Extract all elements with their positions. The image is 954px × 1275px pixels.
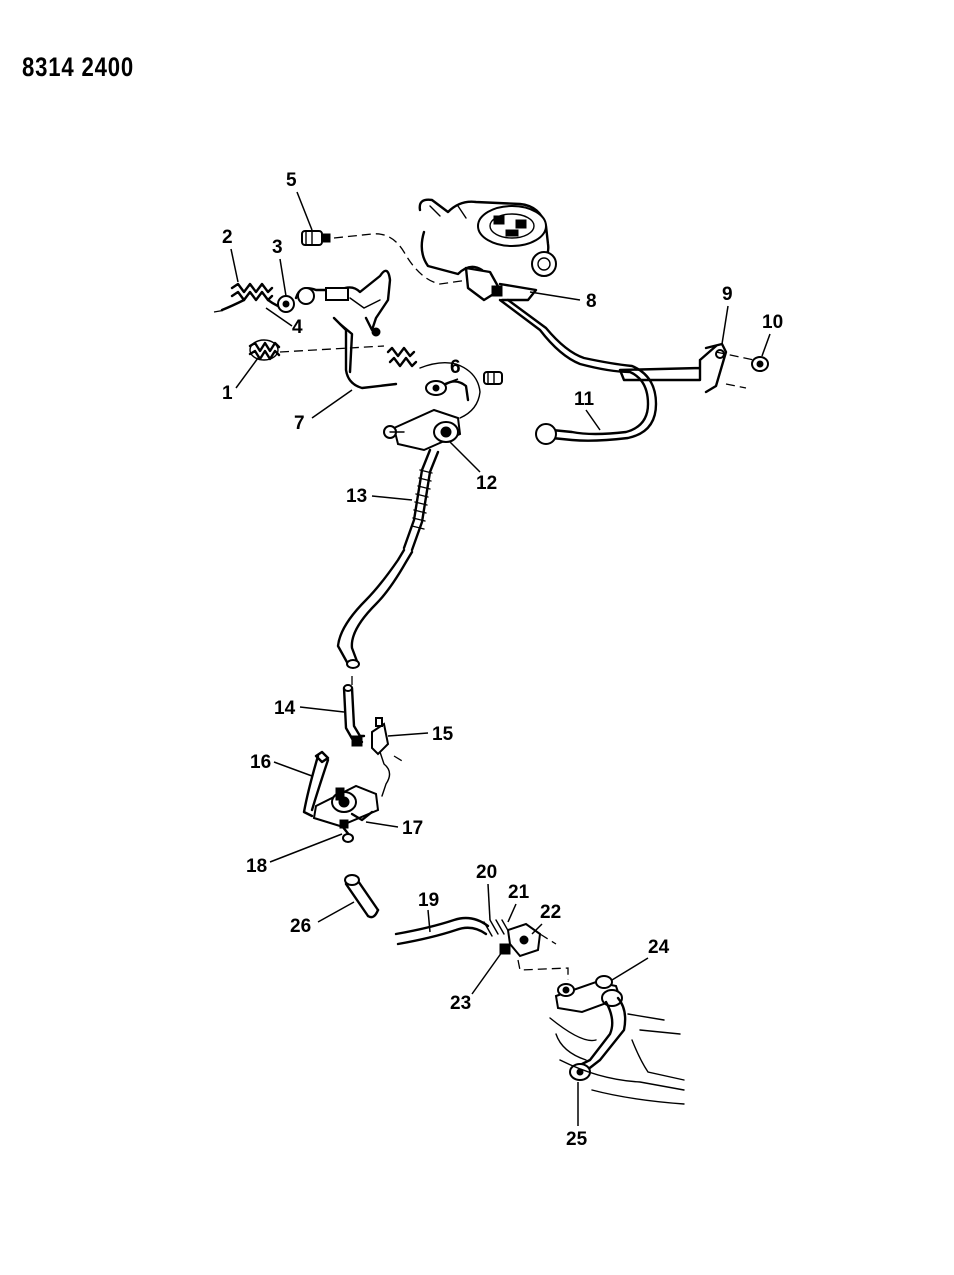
callout-12: 12 bbox=[476, 473, 497, 494]
part-link-rod bbox=[342, 676, 366, 747]
callout-19: 19 bbox=[418, 890, 439, 911]
part-throttle-body bbox=[418, 198, 557, 302]
part-throttle-lever bbox=[294, 269, 392, 337]
callout-15: 15 bbox=[432, 724, 454, 745]
part-throttle-cable bbox=[336, 448, 440, 669]
callout-3: 3 bbox=[272, 237, 283, 258]
callout-10: 10 bbox=[762, 312, 783, 333]
callout-13: 13 bbox=[346, 486, 367, 507]
callout-5: 5 bbox=[286, 170, 297, 191]
part-spring-clip bbox=[386, 346, 503, 419]
part-rod-clip bbox=[371, 717, 405, 797]
callout-24: 24 bbox=[648, 937, 670, 958]
callout-21: 21 bbox=[508, 882, 530, 903]
callout-22: 22 bbox=[540, 902, 561, 923]
part-linkage-arm bbox=[554, 975, 627, 1081]
callout-1: 1 bbox=[222, 383, 233, 404]
document-code: 8314 2400 bbox=[22, 52, 135, 82]
part-return-spring-lower bbox=[248, 339, 281, 361]
callout-23: 23 bbox=[450, 993, 471, 1014]
callout-9: 9 bbox=[722, 284, 733, 305]
callout-7: 7 bbox=[294, 413, 305, 434]
part-return-spring-upper bbox=[213, 282, 295, 313]
part-vacuum-line bbox=[498, 298, 658, 445]
part-cable-lever bbox=[383, 408, 462, 452]
callout-17: 17 bbox=[402, 818, 423, 839]
callout-18: 18 bbox=[246, 856, 267, 877]
part-bolt bbox=[301, 230, 331, 246]
part-shift-cable bbox=[394, 916, 569, 980]
callout-14: 14 bbox=[274, 698, 296, 719]
callout-16: 16 bbox=[250, 752, 271, 773]
callout-6: 6 bbox=[450, 357, 461, 378]
part-frame-rail bbox=[549, 1013, 685, 1105]
part-support-bracket bbox=[618, 342, 769, 394]
callout-26: 26 bbox=[290, 916, 311, 937]
callout-8: 8 bbox=[586, 291, 597, 312]
part-nut bbox=[751, 356, 769, 372]
callout-25: 25 bbox=[566, 1129, 588, 1150]
part-pin bbox=[344, 874, 380, 919]
callout-4: 4 bbox=[292, 317, 303, 338]
callout-11: 11 bbox=[574, 389, 595, 410]
part-bellcrank-assembly bbox=[302, 750, 380, 843]
callout-labels: 1 2 3 4 5 6 7 8 9 10 11 12 13 bbox=[222, 170, 783, 1150]
callout-2: 2 bbox=[222, 227, 233, 248]
callout-20: 20 bbox=[476, 862, 497, 883]
